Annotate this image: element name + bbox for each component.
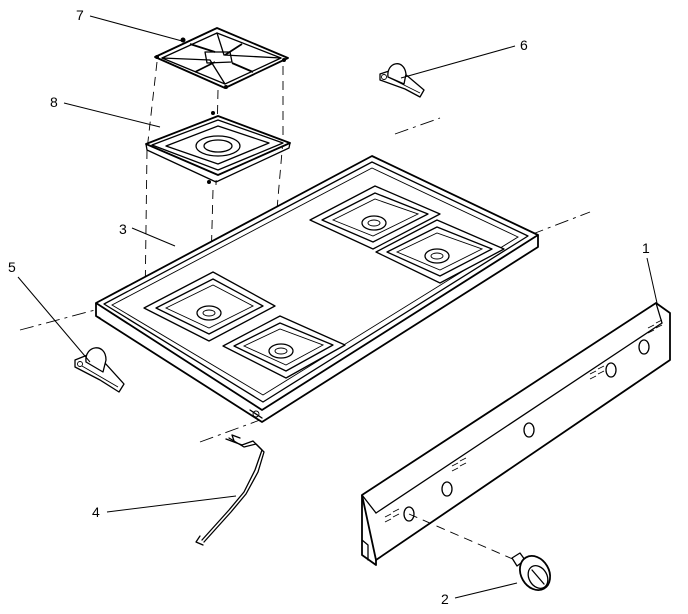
- callout-leaders: [17, 15, 658, 599]
- callout-8: 8: [50, 94, 58, 110]
- part-burner-pan: [145, 111, 291, 184]
- callout-5: 5: [8, 259, 16, 275]
- callout-3: 3: [119, 221, 127, 237]
- callout-labels: 7 8 6 3 5 1 4 2: [8, 7, 650, 607]
- part-control-panel: [361, 302, 671, 566]
- callout-7: 7: [76, 7, 84, 23]
- callout-1: 1: [642, 240, 650, 256]
- part-grate: [154, 27, 289, 89]
- part-bracket-upper: [379, 63, 425, 98]
- callout-2: 2: [441, 591, 449, 607]
- part-knob: [408, 513, 551, 591]
- part-cooktop: [95, 155, 539, 423]
- part-wire: [195, 434, 265, 546]
- callout-4: 4: [92, 504, 100, 520]
- callout-6: 6: [520, 37, 528, 53]
- center-lines: [19, 117, 591, 443]
- part-bracket-lower: [74, 347, 125, 393]
